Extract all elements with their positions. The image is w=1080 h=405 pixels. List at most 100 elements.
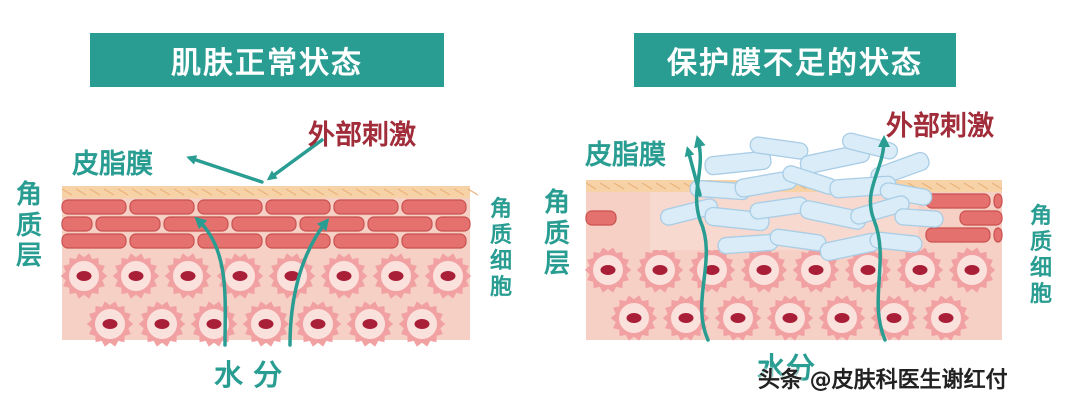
sebum-texture: [327, 188, 339, 196]
keratinocyte-brick: [163, 216, 229, 232]
sebum-texture: [89, 188, 101, 196]
keratinocyte-brick: [265, 199, 331, 215]
water-arrow-left-1: [194, 216, 228, 347]
watermark: 头条 @皮肤科医生谢红付: [758, 368, 1008, 393]
cell-nucleus: [756, 265, 772, 275]
sebum-texture: [285, 188, 297, 196]
left-sebum-label: 皮脂膜: [72, 149, 153, 180]
keratinocyte-brick: [129, 199, 195, 215]
sebum-texture: [585, 182, 597, 190]
cell-nucleus: [362, 319, 378, 329]
keratinocyte-brick: [333, 233, 399, 249]
sebum-texture: [369, 188, 381, 196]
sebum-texture: [921, 182, 933, 190]
cell-nucleus: [388, 271, 404, 281]
sebum-texture: [187, 188, 199, 196]
cell-nucleus: [912, 265, 928, 275]
sebum-texture: [627, 182, 639, 190]
cell-nucleus: [232, 271, 248, 281]
cell-nucleus: [336, 271, 352, 281]
cell-nucleus: [128, 271, 144, 281]
keratinocyte-brick: [61, 216, 93, 232]
right-stratum-label: 角质层: [543, 188, 570, 280]
keratinocyte-brick: [401, 199, 467, 215]
flake: [749, 136, 809, 160]
water-arrow-right-1: [694, 135, 710, 342]
keratinocyte-brick: [95, 216, 161, 232]
keratinocyte-brick: [959, 210, 1003, 226]
cell-nucleus: [938, 313, 954, 323]
sebum-texture: [383, 188, 395, 196]
sebum-texture: [341, 188, 353, 196]
sebum-texture: [397, 188, 409, 196]
sebum-texture: [229, 188, 241, 196]
sebum-texture: [425, 188, 437, 196]
normal-skin-panel: [60, 186, 479, 347]
sebum-texture: [201, 188, 213, 196]
keratinocyte-brick: [61, 199, 127, 215]
damaged-state-title: 保护膜不足的状态: [634, 33, 956, 87]
cell-nucleus: [284, 271, 300, 281]
sebum-texture: [669, 182, 681, 190]
cell-nucleus: [834, 313, 850, 323]
sebum-texture: [299, 188, 311, 196]
cell-nucleus: [258, 319, 274, 329]
keratinocyte-brick: [993, 227, 1003, 243]
cell-nucleus: [704, 265, 720, 275]
cell-nucleus: [860, 265, 876, 275]
cell-nucleus: [414, 319, 430, 329]
sebum-texture: [257, 188, 269, 196]
sebum-texture: [75, 188, 87, 196]
sebum-texture: [355, 188, 367, 196]
sebum-texture: [131, 188, 143, 196]
sebum-texture: [61, 188, 73, 196]
keratinocyte-brick: [367, 216, 433, 232]
cell-nucleus: [180, 271, 196, 281]
sebum-texture: [159, 188, 171, 196]
left-water-label: 水 分: [214, 358, 283, 392]
sebum-texture: [977, 182, 989, 190]
damaged-skin-panel: [584, 132, 1003, 341]
left-irritant-label: 外部刺激: [308, 120, 416, 151]
sebum-texture: [613, 182, 625, 190]
sebum-texture: [243, 188, 255, 196]
sebum-texture: [655, 182, 667, 190]
cell-nucleus: [808, 265, 824, 275]
flake: [894, 208, 944, 228]
keratinocyte-brick: [265, 233, 331, 249]
keratinocyte-brick: [197, 233, 263, 249]
right-sebum-label: 皮脂膜: [585, 140, 666, 171]
sebum-arrow-left: [186, 155, 264, 184]
sebum-texture: [145, 188, 157, 196]
cell-nucleus: [964, 265, 980, 275]
sebum-texture: [271, 188, 283, 196]
damaged-state-title-text: 保护膜不足的状态: [667, 46, 923, 81]
cell-nucleus: [440, 271, 456, 281]
keratinocyte-brick: [231, 216, 297, 232]
sebum-texture: [991, 182, 1003, 190]
keratinocyte-brick: [129, 233, 195, 249]
sebum-texture: [453, 188, 465, 196]
keratinocyte-brick: [585, 210, 617, 226]
normal-state-title: 肌肤正常状态: [90, 33, 444, 87]
keratinocyte-brick: [197, 199, 263, 215]
keratinocyte-brick: [925, 227, 991, 243]
keratinocyte-brick: [333, 199, 399, 215]
arrows: [186, 135, 890, 347]
sebum-texture: [949, 182, 961, 190]
sebum-texture: [935, 182, 947, 190]
flake: [869, 231, 923, 253]
right-cell-label: 角质细胞: [1029, 204, 1052, 307]
cell-nucleus: [154, 319, 170, 329]
right-water-label: 水分: [757, 351, 816, 385]
sebum-texture: [467, 188, 479, 196]
cell-nucleus: [76, 271, 92, 281]
water-arrow-right-2: [868, 135, 890, 342]
flake: [850, 195, 910, 225]
cell-nucleus: [886, 313, 902, 323]
left-stratum-label: 角质层: [15, 180, 42, 272]
keratinocyte-brick: [299, 216, 365, 232]
irritant-arrow-left: [266, 138, 324, 181]
sebum-texture: [641, 182, 653, 190]
